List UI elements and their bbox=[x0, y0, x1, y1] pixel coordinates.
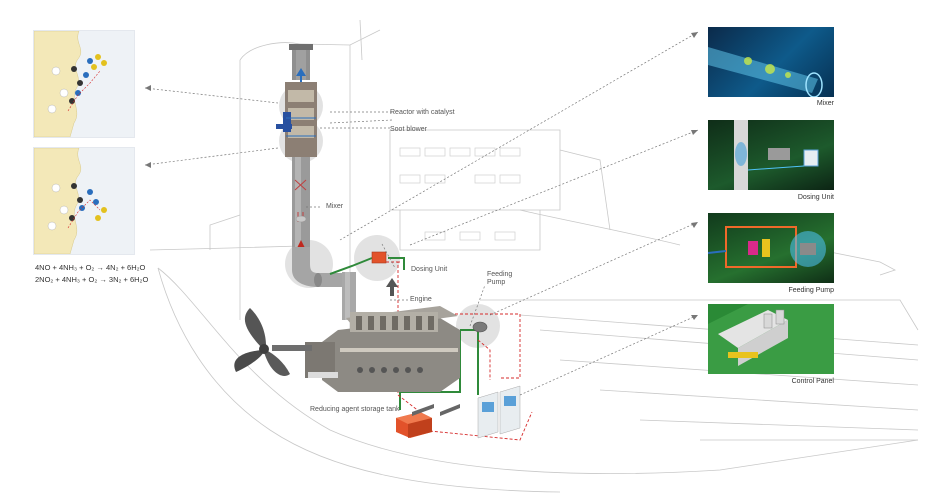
flow-arrow-tank bbox=[412, 404, 434, 416]
equation-1: 4NO + 4NH₃ + O₂ → 4N₂ + 6H₂O bbox=[35, 263, 146, 272]
equation-2: 2NO₂ + 4NH₃ + O₂ → 3N₂ + 6H₂O bbox=[35, 275, 149, 284]
catalyst-inset-top bbox=[33, 30, 135, 138]
leader-arrowheads bbox=[145, 32, 698, 320]
mixer-render bbox=[708, 47, 823, 97]
control-panel bbox=[477, 385, 521, 439]
label-reactor: Reactor with catalyst bbox=[390, 109, 455, 116]
label-dosing-unit: Dosing Unit bbox=[411, 266, 448, 273]
label-mixer: Mixer bbox=[326, 203, 344, 210]
storage-tank bbox=[396, 412, 432, 438]
dosing-unit-box bbox=[371, 251, 387, 264]
catalyst-reaction-illustration bbox=[33, 30, 107, 138]
leader-lines bbox=[144, 31, 699, 396]
feeding-pump bbox=[472, 321, 488, 333]
photo-dosing-unit bbox=[708, 120, 834, 190]
label-storage-tank: Reducing agent storage tank bbox=[310, 406, 400, 413]
photo-feeding-pump bbox=[708, 213, 834, 283]
propeller bbox=[234, 308, 312, 376]
catalyst-reaction-illustration-2 bbox=[33, 147, 107, 255]
dosing-unit-render bbox=[734, 120, 819, 190]
engine bbox=[305, 306, 460, 392]
photo-control-panel bbox=[708, 304, 834, 374]
caption-dosing-unit: Dosing Unit bbox=[797, 194, 834, 201]
label-soot-blower: Soot blower bbox=[390, 126, 427, 133]
catalyst-inset-bottom bbox=[33, 147, 135, 255]
control-panel-render bbox=[708, 304, 834, 374]
feeding-pump-render bbox=[708, 226, 826, 268]
superstructure-windows bbox=[399, 147, 521, 241]
label-feeding-pump: Feeding Pump bbox=[487, 271, 513, 286]
caption-mixer: Mixer bbox=[816, 100, 834, 107]
photo-mixer bbox=[708, 27, 834, 97]
exhaust-stack bbox=[276, 44, 356, 320]
label-engine: Engine bbox=[410, 296, 432, 303]
flow-arrow-up bbox=[386, 278, 398, 287]
caption-control-panel: Control Panel bbox=[791, 378, 834, 385]
caption-feeding-pump: Feeding Pump bbox=[788, 287, 834, 294]
